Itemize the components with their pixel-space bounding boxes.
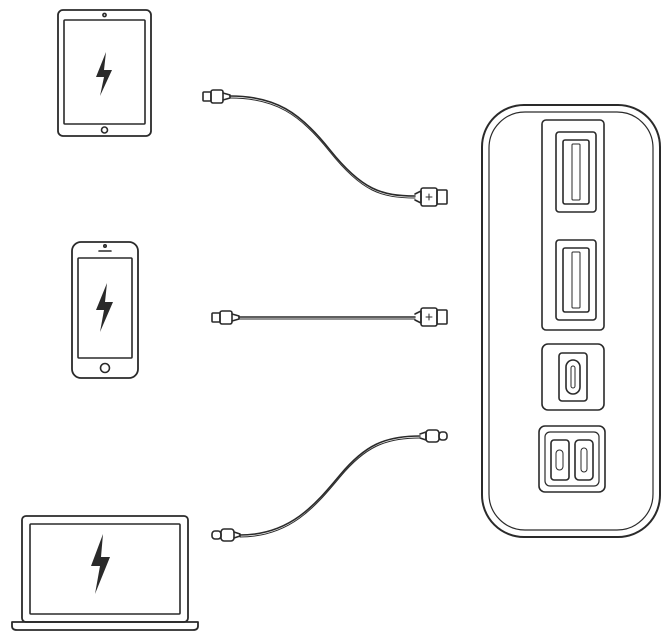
usb-c-plug-bank-end <box>419 429 448 443</box>
phone-device <box>71 241 139 379</box>
micro-usb-plug <box>202 89 231 104</box>
micro-usb-plug <box>211 310 240 325</box>
power-bank-outer <box>481 104 661 538</box>
lightning-bolt-icon <box>91 534 110 594</box>
cable-wire <box>229 95 416 197</box>
tablet-screen <box>63 19 146 125</box>
tablet-device <box>57 9 152 137</box>
usb-a-port <box>555 239 597 321</box>
dual-port-input <box>538 425 606 493</box>
phone-home-button <box>99 362 111 374</box>
tablet-home-button <box>100 126 109 134</box>
phone-screen <box>77 257 133 359</box>
usb-a-plug <box>414 307 448 327</box>
usb-a-plug <box>414 187 448 207</box>
laptop-screen <box>29 523 181 615</box>
port-panel <box>541 119 605 331</box>
tablet-body <box>57 9 152 137</box>
laptop-base <box>11 621 199 631</box>
power-bank <box>481 104 661 538</box>
usb-c-plug-laptop-end <box>211 528 241 542</box>
cable-tablet <box>202 89 448 207</box>
cable-phone <box>211 307 448 327</box>
cable-wire <box>239 435 421 536</box>
lightning-bolt-icon <box>96 283 113 332</box>
lightning-bolt-icon <box>96 52 112 96</box>
usb-a-port <box>555 131 597 213</box>
power-bank-inner <box>488 111 654 531</box>
cable-laptop <box>211 429 448 542</box>
phone-body <box>71 241 139 379</box>
tablet-camera-icon <box>102 12 107 18</box>
usb-c-port <box>541 343 605 411</box>
laptop-device <box>11 515 199 631</box>
phone-camera-icon <box>103 244 108 249</box>
